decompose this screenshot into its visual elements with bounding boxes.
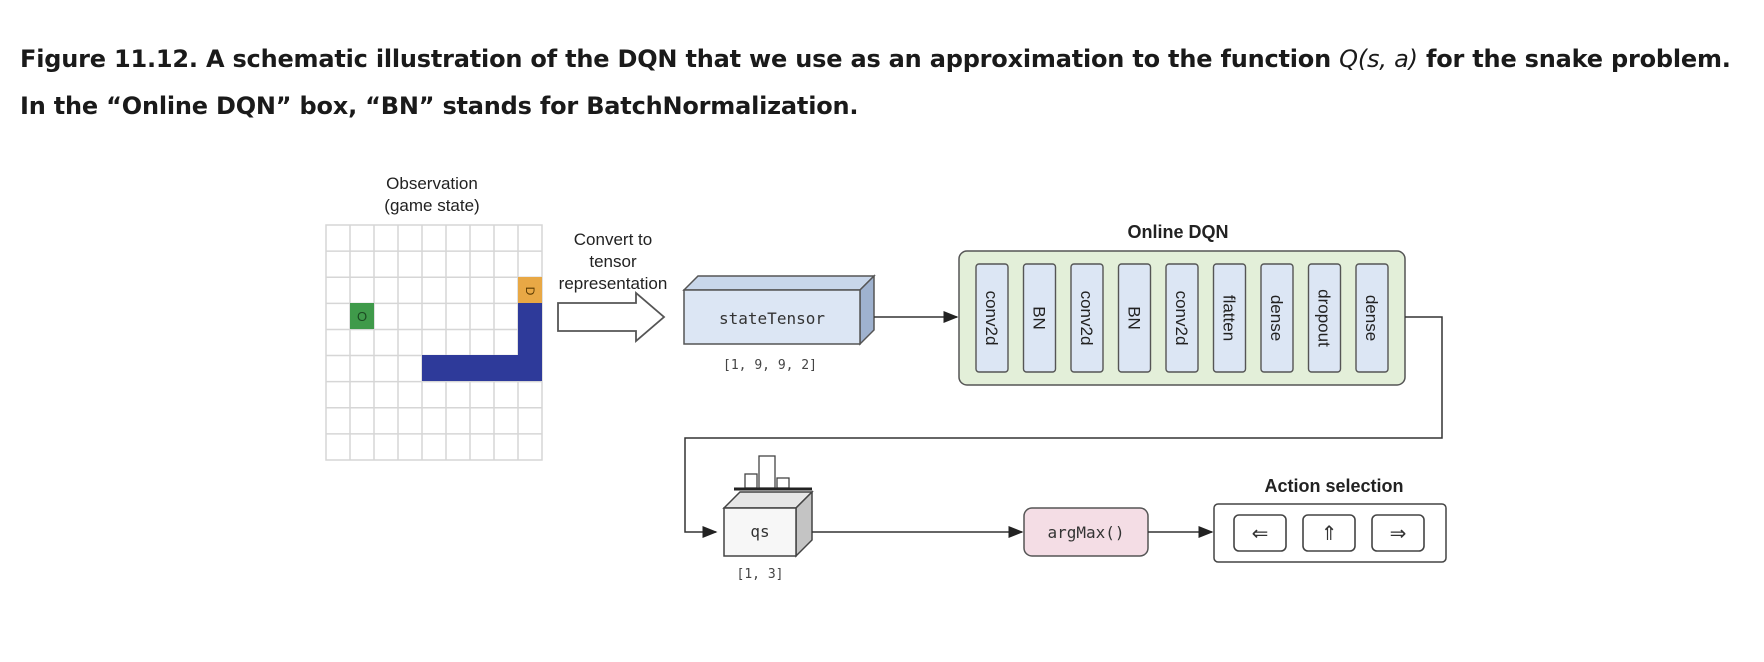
fruit-cell	[350, 303, 374, 329]
layer-dense-label: dense	[1362, 295, 1381, 341]
qs-box: qs	[722, 455, 814, 558]
layer-conv2d-box	[1070, 263, 1104, 373]
layer-dense-box	[1355, 263, 1389, 373]
caption-prefix: Figure 11.12. A schematic illustration o…	[20, 45, 1340, 73]
action-button-1	[1302, 514, 1356, 552]
left-arrow-icon: ⇐	[1252, 521, 1269, 545]
caption-function: Q(s, a)	[1339, 45, 1418, 73]
arrow-dqn-to-qs	[684, 316, 1443, 538]
observation-title-line1: Observation	[386, 174, 478, 193]
state-tensor-label: stateTensor	[719, 309, 825, 328]
online-dqn-title: Online DQN	[1127, 222, 1228, 242]
layer-conv2d-label: conv2d	[1077, 291, 1096, 346]
action-button-2	[1371, 514, 1425, 552]
layer-flatten-box	[1212, 263, 1247, 373]
snake-head-cell	[518, 277, 542, 303]
state-tensor-shape: [1, 9, 9, 2]	[723, 358, 817, 373]
argmax-label: argMax()	[1047, 523, 1124, 542]
convert-arrow-icon	[557, 291, 666, 343]
convert-label-line2: tensor	[589, 252, 637, 271]
dqn-layers: conv2d BN conv2d BN conv2d flatten dense dropou…	[975, 263, 1389, 373]
figure-caption: Figure 11.12. A schematic illustration o…	[20, 36, 1740, 130]
snake-body-horizontal	[422, 355, 542, 381]
layer-conv2d-box	[1165, 263, 1199, 373]
layer-conv2d-box	[975, 263, 1009, 373]
state-tensor-box: stateTensor	[682, 274, 876, 346]
layer-BN-box	[1022, 263, 1057, 373]
layer-BN-box	[1117, 263, 1152, 373]
layer-flatten-label: flatten	[1220, 295, 1239, 341]
layer-conv2d-label: conv2d	[1172, 291, 1191, 346]
action-selection-title: Action selection	[1264, 476, 1403, 496]
snake-head-icon: D	[523, 287, 537, 296]
qs-label: qs	[750, 522, 769, 541]
layer-dropout-label: dropout	[1315, 289, 1334, 347]
game-grid: O D	[325, 224, 543, 461]
observation-title-line2: (game state)	[384, 196, 479, 215]
fruit-icon: O	[357, 309, 367, 324]
layer-dense-box	[1260, 263, 1294, 373]
right-arrow-icon: ⇒	[1390, 521, 1407, 545]
layer-BN-label: BN	[1125, 306, 1144, 330]
action-buttons: ⇐ ⇑ ⇒	[1233, 514, 1425, 552]
qs-shape: [1, 3]	[737, 567, 784, 582]
layer-BN-label: BN	[1030, 306, 1049, 330]
layer-dropout-box	[1307, 263, 1342, 373]
caption-suffix: for the snake problem. In the “Online DQ…	[20, 45, 1731, 120]
convert-label-line3: representation	[559, 274, 668, 293]
convert-label-line1: Convert to	[574, 230, 652, 249]
layer-dense-label: dense	[1267, 295, 1286, 341]
layer-conv2d-label: conv2d	[982, 291, 1001, 346]
up-arrow-icon: ⇑	[1321, 521, 1338, 545]
action-button-0	[1233, 514, 1287, 552]
